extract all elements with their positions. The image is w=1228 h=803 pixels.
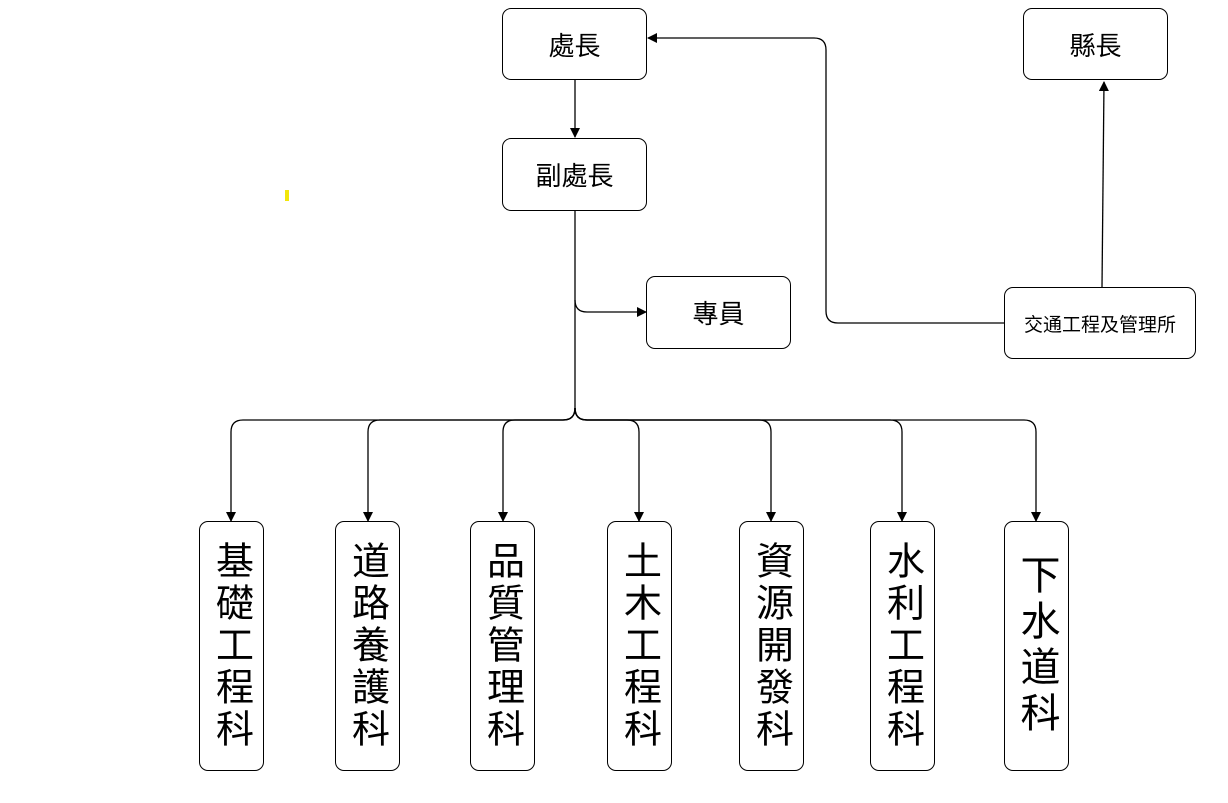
branch-line-7 — [574, 407, 1041, 522]
branch-line-2 — [363, 407, 576, 522]
section-box-1[interactable]: 基礎工程科 — [199, 521, 264, 771]
director-box[interactable]: 處長 — [502, 8, 647, 80]
deputy-director-box[interactable]: 副處長 — [502, 138, 647, 211]
traffic-office-to-director-line — [647, 33, 1004, 324]
branch-line-4 — [574, 407, 644, 522]
branch-line-1 — [226, 407, 576, 522]
section-box-6[interactable]: 水利工程科 — [870, 521, 935, 771]
section-box-4[interactable]: 土木工程科 — [607, 521, 672, 771]
section-box-7[interactable]: 下水道科 — [1004, 521, 1069, 771]
section-box-3[interactable]: 品質管理科 — [470, 521, 535, 771]
specialist-box[interactable]: 專員 — [646, 276, 791, 349]
section-box-2[interactable]: 道路養護科 — [335, 521, 400, 771]
traffic-office-to-magistrate-line — [1098, 81, 1109, 288]
yellow-marker — [285, 190, 289, 201]
branch-line-5 — [574, 407, 776, 522]
branch-line-6 — [574, 407, 907, 522]
magistrate-box[interactable]: 縣長 — [1023, 8, 1168, 80]
traffic-office-box[interactable]: 交通工程及管理所 — [1004, 287, 1196, 359]
section-box-5[interactable]: 資源開發科 — [739, 521, 804, 771]
branch-line-3 — [498, 407, 576, 522]
deputy-to-specialist-line — [574, 299, 647, 317]
